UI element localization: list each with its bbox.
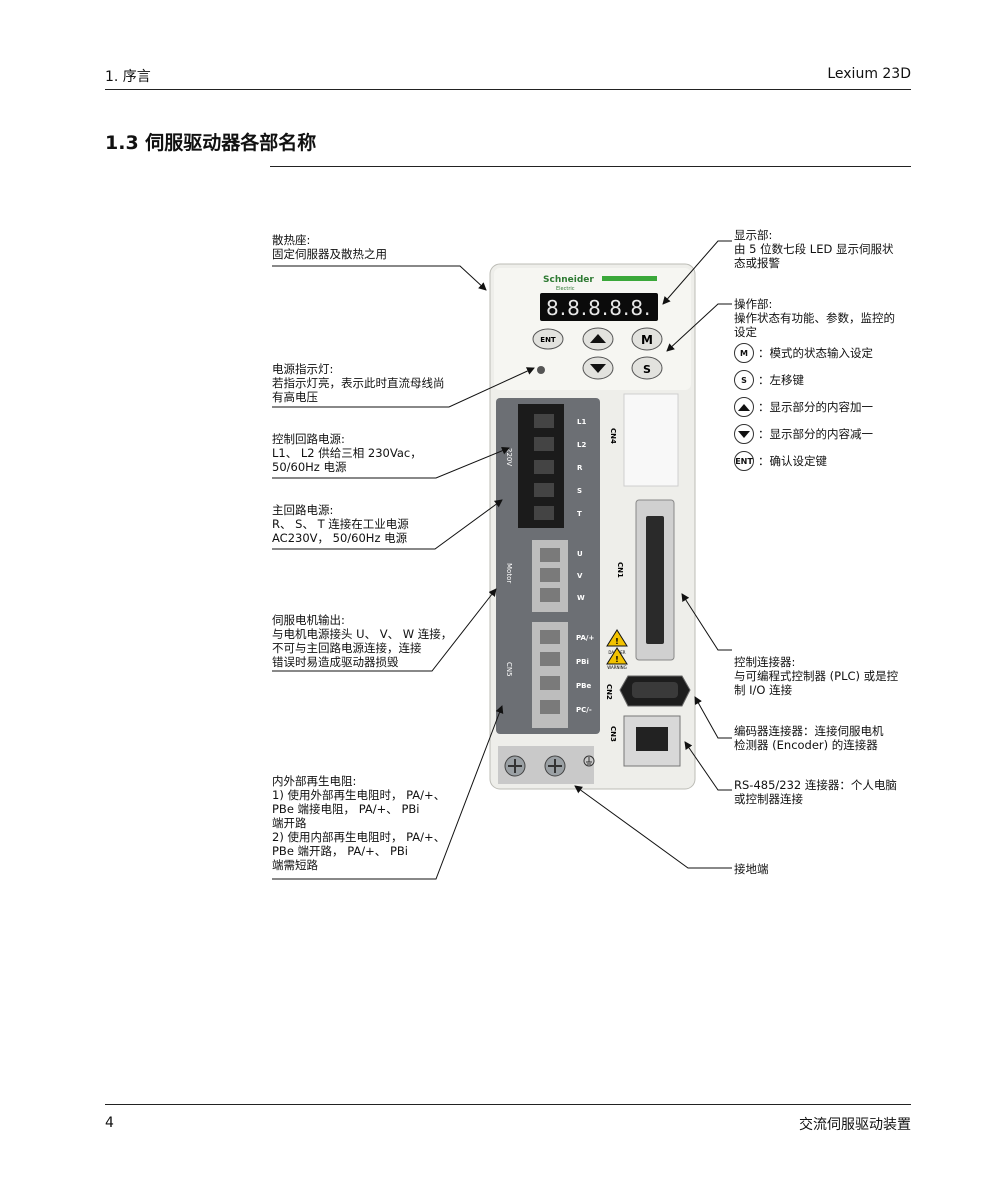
svg-text:R: R <box>577 464 583 472</box>
brand-logo: Schneider <box>543 275 594 285</box>
svg-text:T: T <box>577 510 582 518</box>
ground-symbol-icon <box>583 755 595 767</box>
label-operation: 操作部:操作状态有功能、参数，监控的设定 <box>734 297 895 339</box>
key-legend-m: M ：模式的状态输入设定 <box>734 343 873 363</box>
label-power-led: 电源指示灯:若指示灯亮，表示此时直流母线尚有高电压 <box>272 362 445 404</box>
header-product: Lexium 23D <box>827 66 911 82</box>
svg-text:PA/+: PA/+ <box>576 634 594 642</box>
label-motor-output: 伺服电机输出:与电机电源接头 U、 V、 W 连接，不可与主回路电源连接，连接错… <box>272 613 453 669</box>
label-display: 显示部:由 5 位数七段 LED 显示伺服状态或报警 <box>734 228 894 270</box>
up-button <box>582 327 614 351</box>
s-key-icon: S <box>734 370 754 390</box>
svg-text:S: S <box>643 363 651 376</box>
ent-button: ENT <box>532 328 564 350</box>
svg-text:W: W <box>577 594 585 602</box>
svg-text:CN2: CN2 <box>605 684 613 700</box>
svg-text:!: ! <box>615 655 619 664</box>
svg-text:WARNING: WARNING <box>607 665 627 670</box>
svg-text:CN5: CN5 <box>505 662 513 677</box>
section-rule <box>270 166 911 167</box>
label-encoder-connector: 编码器连接器：连接伺服电机检测器 (Encoder) 的连接器 <box>734 724 884 752</box>
warning-icon: ! WARNING <box>606 647 628 670</box>
svg-text:8.8.8.8.8.: 8.8.8.8.8. <box>546 296 651 320</box>
svg-text:CN1: CN1 <box>616 562 624 578</box>
svg-text:L1: L1 <box>577 418 586 426</box>
led-display <box>540 293 658 321</box>
cn4-port <box>623 393 679 487</box>
svg-text:220V: 220V <box>505 448 513 466</box>
header-rule <box>105 89 911 90</box>
svg-text:CN4: CN4 <box>609 428 617 444</box>
down-button <box>582 356 614 380</box>
power-led <box>537 366 545 374</box>
ent-key-icon: ENT <box>734 451 754 471</box>
s-button: S <box>631 356 663 380</box>
down-arrow-icon <box>734 424 754 444</box>
footer-page-number: 4 <box>105 1115 114 1131</box>
label-control-power: 控制回路电源:L1、 L2 供给三相 230Vac，50/60Hz 电源 <box>272 432 422 474</box>
header-chapter: 1. 序言 <box>105 69 151 85</box>
svg-text:S: S <box>577 487 582 495</box>
m-button: M <box>631 327 663 351</box>
svg-text:Electric: Electric <box>556 286 575 292</box>
svg-text:ENT: ENT <box>540 336 556 344</box>
key-legend-s: S ：左移键 <box>734 370 804 390</box>
section-title: 1.3 伺服驱动器各部名称 <box>105 132 317 154</box>
footer-title: 交流伺服驱动装置 <box>799 1117 911 1133</box>
svg-text:CN3: CN3 <box>609 726 617 742</box>
key-legend-down: ：显示部分的内容减一 <box>734 424 873 444</box>
svg-text:PBi: PBi <box>576 658 589 666</box>
label-ground: 接地端 <box>734 862 769 876</box>
m-key-icon: M <box>734 343 754 363</box>
svg-text:V: V <box>577 572 583 580</box>
up-arrow-icon <box>734 397 754 417</box>
svg-text:U: U <box>577 550 583 558</box>
key-legend-ent: ENT ：确认设定键 <box>734 451 827 471</box>
label-regen: 内外部再生电阻:1) 使用外部再生电阻时， PA/+、 PBe 端接电阻， PA… <box>272 774 446 872</box>
svg-text:L2: L2 <box>577 441 586 449</box>
svg-text:Motor: Motor <box>505 563 513 583</box>
svg-text:PBe: PBe <box>576 682 591 690</box>
footer-rule <box>105 1104 911 1105</box>
svg-text:!: ! <box>615 637 619 646</box>
label-control-connector: 控制连接器:与可编程式控制器 (PLC) 或是控制 I/O 连接 <box>734 655 899 697</box>
label-heatsink: 散热座:固定伺服器及散热之用 <box>272 233 387 261</box>
label-rs485-connector: RS-485/232 连接器：个人电脑或控制器连接 <box>734 778 897 806</box>
svg-text:PC/-: PC/- <box>576 706 592 714</box>
key-legend-up: ：显示部分的内容加一 <box>734 397 873 417</box>
svg-text:M: M <box>641 333 653 347</box>
